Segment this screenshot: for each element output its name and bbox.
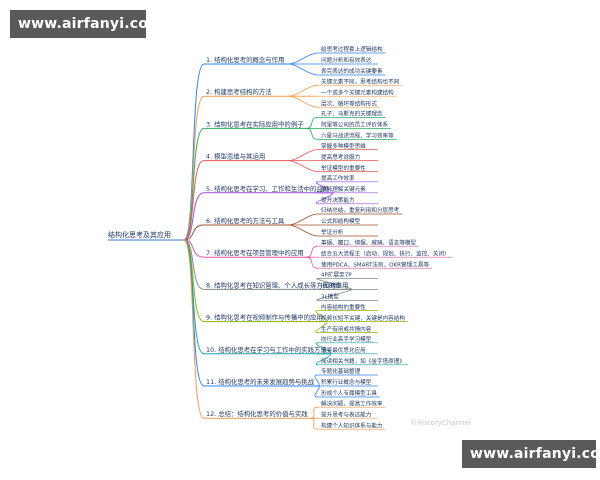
child-link-3-1 xyxy=(305,117,319,129)
child-label-11-2: 积累行业概念与模型 xyxy=(321,378,372,386)
branch-label-7: 7. 结构化思考在项目管理中的应用 xyxy=(206,248,304,257)
child-link-11-3 xyxy=(314,385,320,398)
child-label-3-1: 孔子、马斯克的关键理念 xyxy=(321,110,383,118)
child-label-10-1: 向行业高手学习模型 xyxy=(321,335,372,343)
child-label-6-3: 举证分析 xyxy=(321,228,344,236)
child-label-4-2: 提高思考说服力 xyxy=(321,153,361,161)
child-label-8-2: IPO模型 xyxy=(321,282,342,290)
child-label-7-2: 结合五大流程主（启动、规划、执行、监控、关闭） xyxy=(321,249,450,257)
child-link-4-1 xyxy=(287,149,319,161)
child-link-4-3 xyxy=(287,160,319,172)
child-link-10-3 xyxy=(315,353,332,366)
child-label-1-2: 问题分析和有效表达 xyxy=(321,56,372,64)
child-label-2-1: 关键元素不同，思考结构也不同 xyxy=(321,77,400,85)
child-link-6-3 xyxy=(287,224,319,237)
branch-link-4 xyxy=(183,160,205,241)
child-label-12-1: 解决问题，提高工作效率 xyxy=(321,399,383,407)
branch-label-6: 6. 结构化思考的方法与工具 xyxy=(206,216,285,225)
child-label-3-2: 阿里等公司的员工评价体系 xyxy=(321,121,389,129)
branch-link-12 xyxy=(183,239,205,419)
branch-label-3: 3. 结构化思考在实际应用中的例子 xyxy=(206,119,304,128)
child-label-1-1: 给思考过程套上逻辑结构 xyxy=(321,45,383,53)
child-label-5-2: 更好理解关键元素 xyxy=(321,185,366,193)
child-label-11-1: 专题化基础整理 xyxy=(321,367,361,375)
child-link-7-1 xyxy=(305,245,319,258)
branch-link-8 xyxy=(183,239,205,290)
child-link-12-1 xyxy=(309,406,319,419)
child-link-1-3 xyxy=(287,63,319,76)
child-link-11-1 xyxy=(314,374,320,387)
child-label-1-3: 表完表达的成功关键要素 xyxy=(321,67,383,75)
child-label-11-3: 形成个人专属模型工具 xyxy=(321,389,377,397)
child-label-5-3: 提升决策能力 xyxy=(321,196,355,204)
child-label-12-2: 提升思考与表达能力 xyxy=(321,410,372,418)
faint-watermark: ©HistoryChannel xyxy=(410,419,471,427)
child-label-10-2: 借鉴最优思化应用 xyxy=(321,346,366,354)
child-label-8-3: 3L模型 xyxy=(321,293,339,301)
child-label-10-3: 阅读相关书籍，如《金字塔原理》 xyxy=(321,357,405,365)
branch-label-1: 1. 结构化思考的概念与作用 xyxy=(206,55,284,64)
child-label-6-1: 归纳总结，重复利用和分层思考 xyxy=(321,206,400,214)
child-link-7-3 xyxy=(305,256,319,269)
child-link-1-1 xyxy=(287,52,319,65)
child-link-6-1 xyxy=(287,213,319,226)
child-label-9-3: 生产有用或共情内容 xyxy=(321,325,372,333)
child-link-2-3 xyxy=(287,95,319,108)
child-label-12-3: 构建个人知识体系与能力 xyxy=(321,421,383,429)
child-link-12-3 xyxy=(309,417,319,430)
child-label-4-1: 掌握多种模型思维 xyxy=(321,142,366,150)
watermark-top: www.airfanyi.com xyxy=(10,10,163,38)
root-node: 结构化思考及其应用 xyxy=(108,230,171,239)
branch-label-5: 5. 结构化思考在学习、工作和生活中的益处 xyxy=(206,184,330,193)
branch-link-3 xyxy=(183,127,205,241)
child-label-5-1: 提高工作效率 xyxy=(321,174,355,182)
branch-label-11: 11. 结构化思考的未来发展趋势与挑战 xyxy=(206,377,315,386)
child-label-9-1: 内容结构的重要性 xyxy=(321,303,366,311)
branch-label-10: 10. 结构化思考在学习与工作中的实践方法 xyxy=(206,345,327,354)
child-label-7-1: 事据、魔口、绑据、威骑、语言等模型 xyxy=(321,238,417,246)
branch-label-12: 12. 总结：结构化思考的价值与实践 xyxy=(206,409,308,418)
child-label-4-3: 举证模型的重要性 xyxy=(321,164,366,172)
branch-link-2 xyxy=(183,95,205,241)
child-label-7-3: 使用PDCA、SMART法则、OKR管理工具等 xyxy=(321,260,429,268)
watermark-bottom: www.airfanyi.com xyxy=(462,440,600,468)
child-label-2-3: 层次、循环等结构形式 xyxy=(321,99,377,107)
child-link-2-1 xyxy=(287,84,319,97)
child-link-3-3 xyxy=(305,128,319,140)
child-link-9-3 xyxy=(315,321,328,333)
child-label-8-1: 4P扩展至7P xyxy=(321,271,352,279)
child-link-8-3 xyxy=(316,289,352,301)
child-link-5-3 xyxy=(315,192,334,205)
child-label-9-2: 视频长短不关键，关键是内容结构 xyxy=(321,314,405,322)
child-label-2-2: 一个或多个关键元素构建结构 xyxy=(321,88,394,96)
child-label-3-3: 六星马战述流程、学习效率等 xyxy=(321,132,394,140)
branch-link-6 xyxy=(183,224,205,241)
branch-link-5 xyxy=(183,192,205,241)
branch-label-9: 9. 结构化思考在视频制作与传播中的应用 xyxy=(206,313,323,322)
branch-label-2: 2. 构建思考结构的方法 xyxy=(206,87,272,96)
branch-label-8: 8. 结构化思考在知识管理、个人成长等方面的应用 xyxy=(206,280,348,289)
branch-label-4: 4. 模型思维与其运用 xyxy=(206,152,265,161)
child-label-6-2: 公式和结构模型 xyxy=(321,217,361,225)
